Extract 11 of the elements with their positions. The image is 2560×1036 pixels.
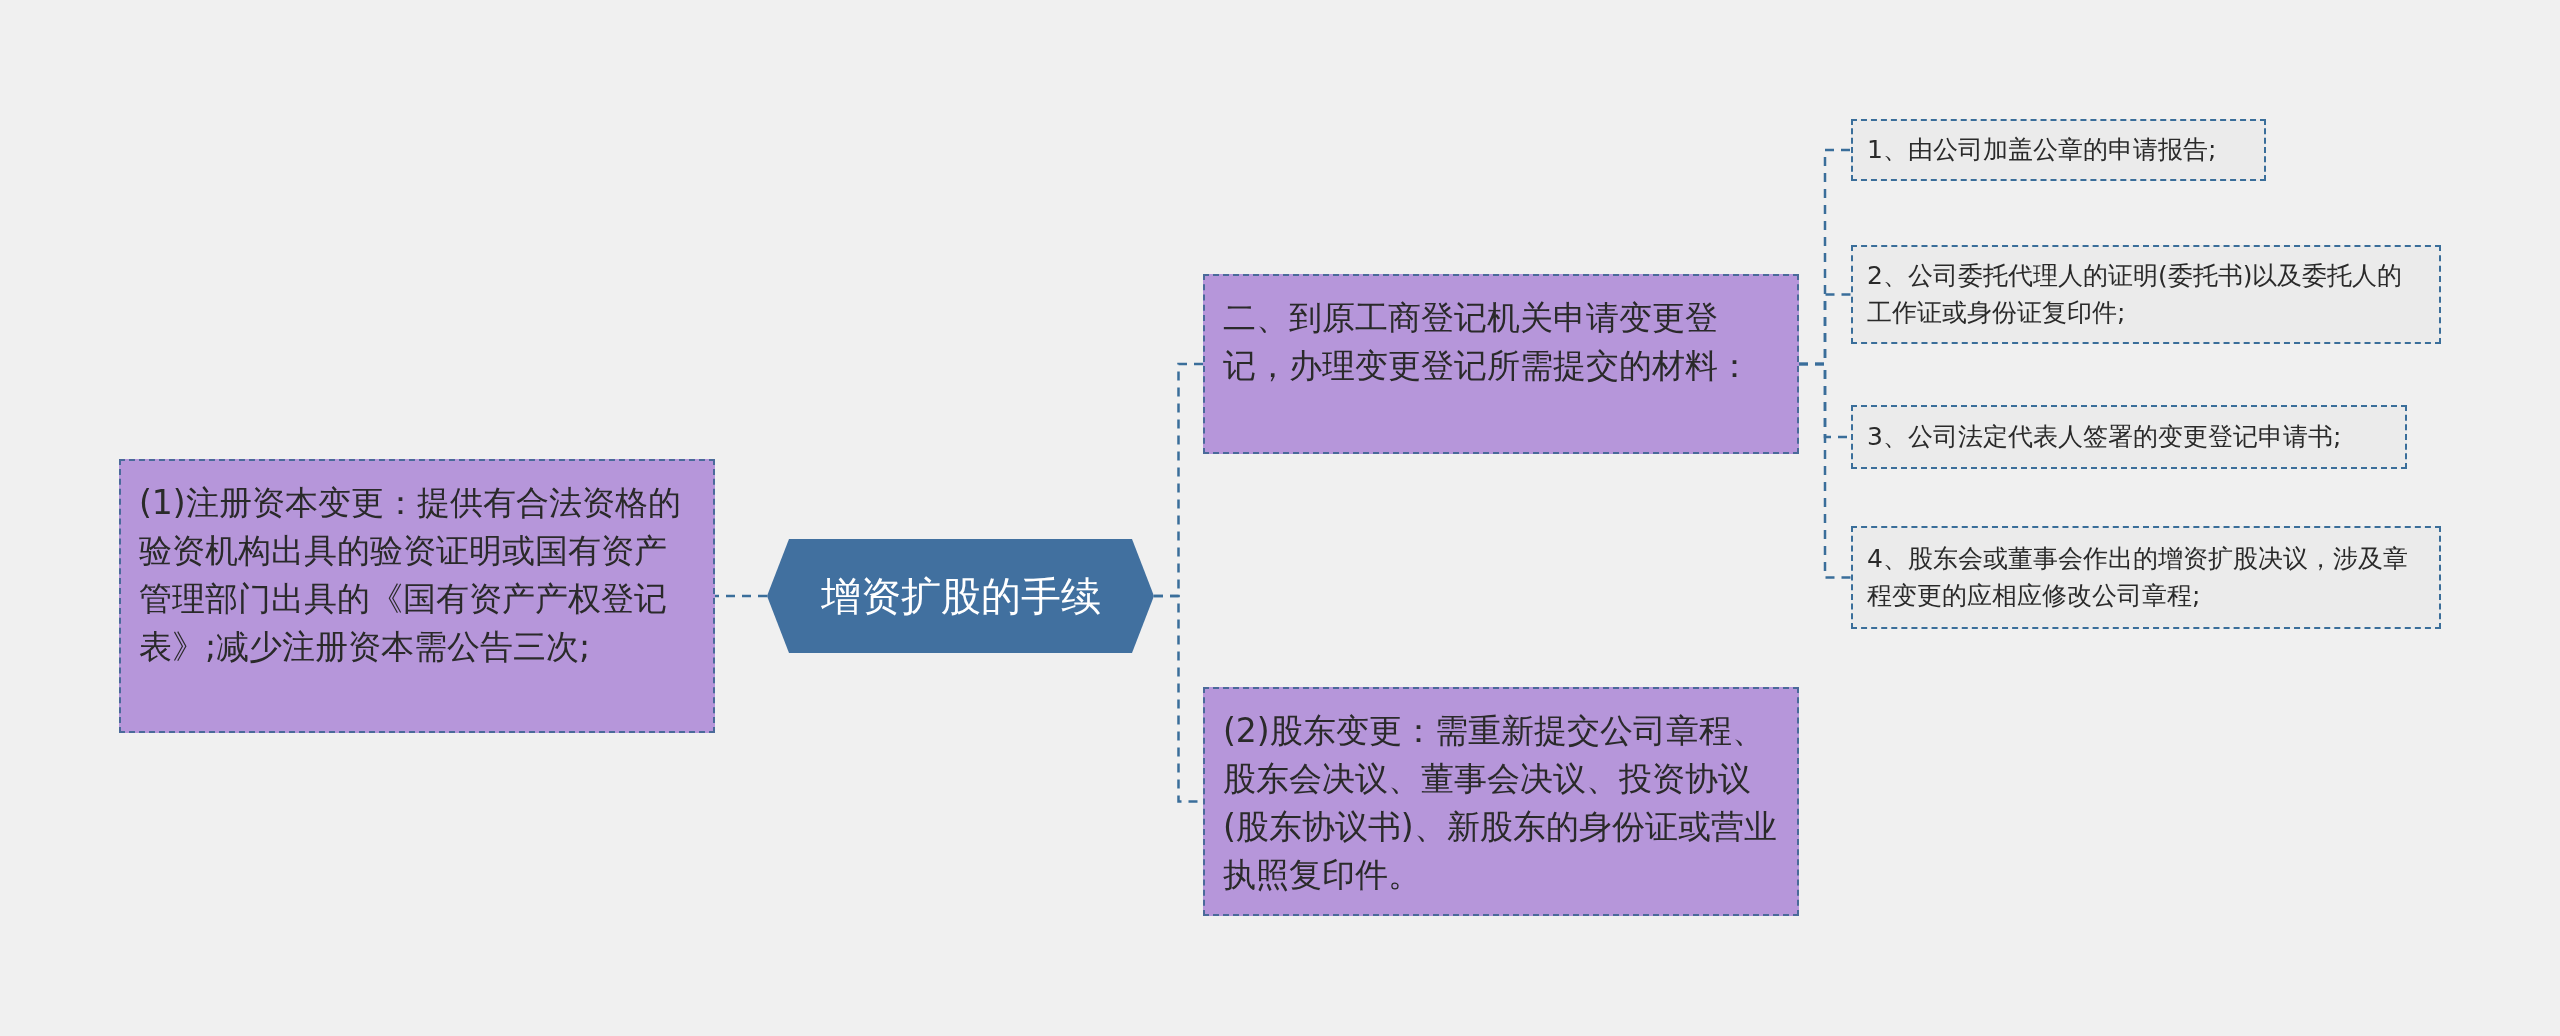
item-box: 2、公司委托代理人的证明(委托书)以及委托人的工作证或身份证复印件; bbox=[1851, 245, 2441, 344]
connector bbox=[715, 594, 767, 598]
topic-box: 二、到原工商登记机关申请变更登记，办理变更登记所需提交的材料： bbox=[1203, 274, 1799, 454]
topic-box: (2)股东变更：需重新提交公司章程、股东会决议、董事会决议、投资协议(股东协议书)、新股东的身份证或营业执照复印件。 bbox=[1203, 687, 1799, 916]
topic-hexagon bbox=[767, 539, 1154, 653]
item-box: 4、股东会或董事会作出的增资扩股决议，涉及章程变更的应相应修改公司章程; bbox=[1851, 526, 2441, 629]
connector bbox=[1799, 362, 1851, 579]
item-box: 3、公司法定代表人签署的变更登记申请书; bbox=[1851, 405, 2407, 469]
topic-text: 增资扩股的手续 bbox=[820, 571, 1101, 621]
topic-box: (1)注册资本变更：提供有合法资格的验资机构出具的验资证明或国有资产管理部门出具的《国有资产产权登记表》;减少注册资本需公告三次; bbox=[119, 459, 715, 733]
item-box: 1、由公司加盖公章的申请报告; bbox=[1851, 119, 2266, 181]
